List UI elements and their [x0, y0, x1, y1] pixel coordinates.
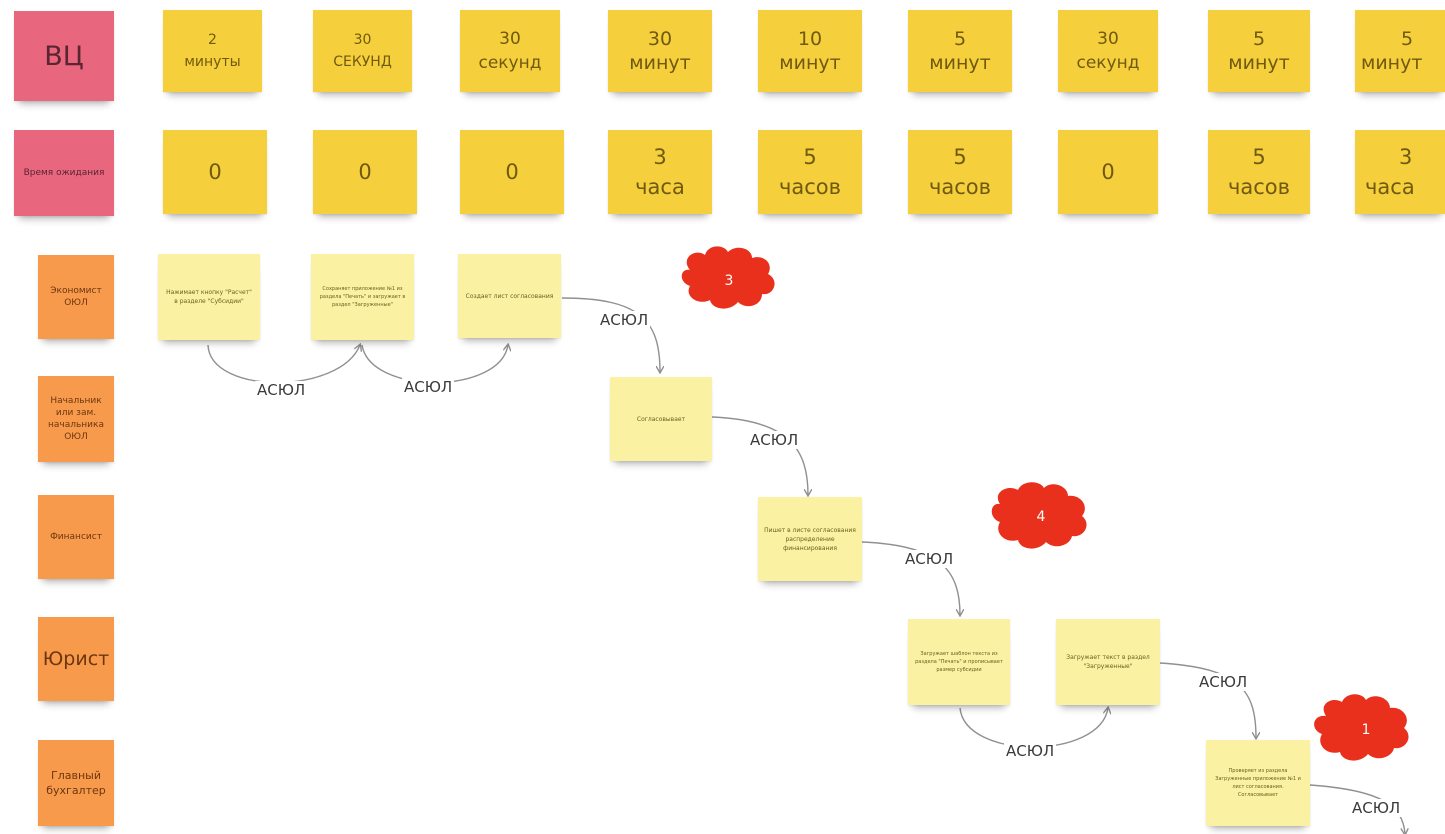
- wait-time-1: 0: [163, 130, 267, 214]
- wait-time-2: 0: [313, 130, 417, 214]
- task-note-5: Пишет в листе согласования распределение…: [758, 497, 862, 581]
- cloud-4: 4: [991, 482, 1087, 549]
- wait-time-3: 0: [460, 130, 564, 214]
- cloud-4-label: 4: [1037, 509, 1046, 525]
- connector-t1-t2: [207, 345, 360, 384]
- task-note-7: Загружает текст в раздел "Загруженные": [1056, 619, 1160, 705]
- cloud-1-label: 1: [1362, 722, 1371, 738]
- cloud-3-label: 3: [725, 273, 734, 289]
- connector-t2-t3: [361, 345, 508, 384]
- connector-label-8: АСЮЛ: [1350, 799, 1403, 817]
- connector-label-6: АСЮЛ: [1004, 742, 1057, 760]
- row-label-chief-accountant: Главный бухгалтер: [38, 740, 114, 826]
- row-label-head: Начальник или зам. начальника ОЮЛ: [38, 376, 114, 462]
- row-label-vc: ВЦ: [14, 11, 114, 101]
- connector-label-3: АСЮЛ: [598, 311, 651, 329]
- connector-label-1: АСЮЛ: [255, 381, 308, 399]
- task-note-3: Создает лист согласования: [458, 254, 561, 338]
- connector-label-7: АСЮЛ: [1197, 673, 1250, 691]
- task-note-4: Согласовывает: [610, 377, 712, 461]
- connector-label-2: АСЮЛ: [402, 378, 455, 396]
- row-label-lawyer: Юрист: [38, 617, 114, 701]
- cloud-3: 3: [681, 246, 775, 309]
- row-label-wait: Время ожидания: [14, 130, 114, 216]
- connector-label-4: АСЮЛ: [748, 431, 801, 449]
- connector-label-5: АСЮЛ: [903, 550, 956, 568]
- row-label-financier: Финансист: [38, 495, 114, 579]
- cloud-1: 1: [1314, 694, 1409, 761]
- connector-t3-t4: [561, 297, 660, 372]
- task-note-8: Проверяет из раздела Загруженные приложе…: [1206, 740, 1310, 826]
- task-note-2: Сохраняет приложение №1 из раздела "Печа…: [311, 254, 414, 340]
- task-note-6: Загружает шаблон текста из раздела "Печа…: [908, 619, 1010, 705]
- task-note-1: Нажимает кнопку "Расчет" в разделе "Субс…: [158, 254, 260, 340]
- wait-time-7: 0: [1058, 130, 1158, 214]
- row-label-economist: Экономист ОЮЛ: [38, 255, 114, 339]
- connector-t4-t5: [711, 416, 808, 495]
